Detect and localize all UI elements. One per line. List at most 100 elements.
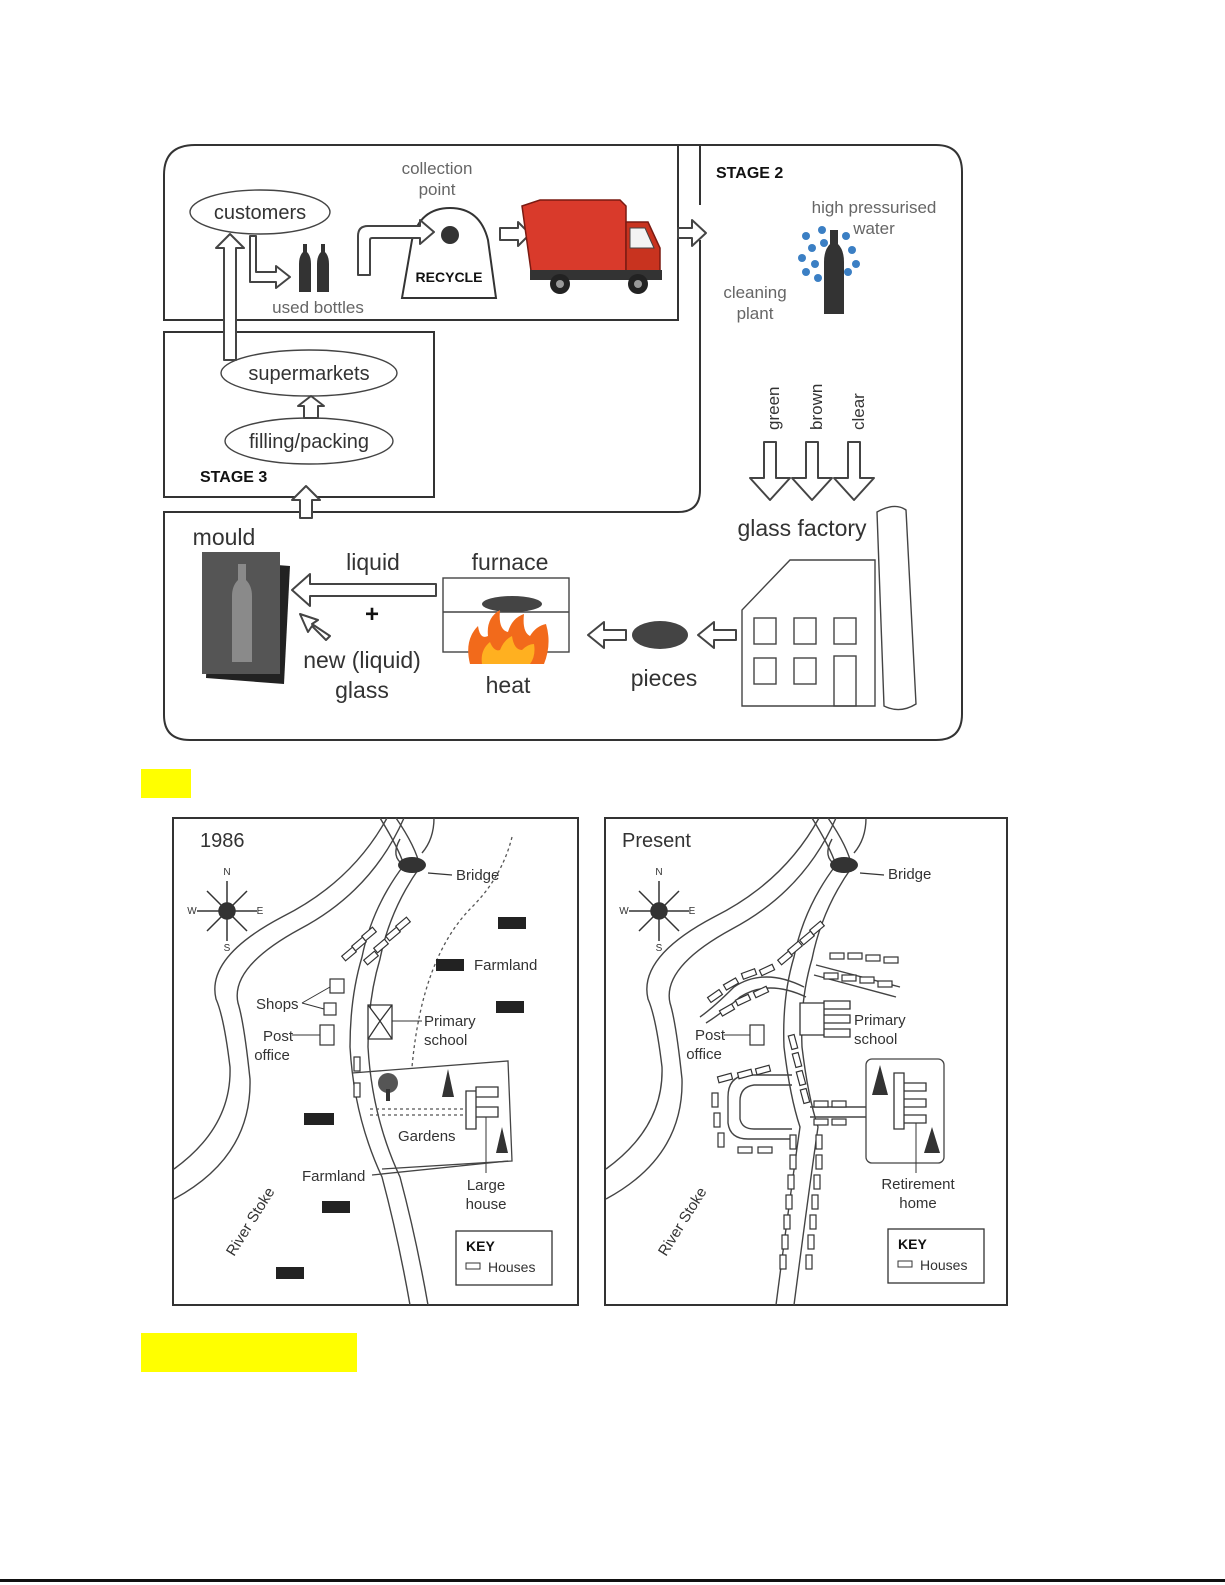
filling-to-supermarkets-arrow <box>297 395 325 419</box>
brown-arrow <box>791 441 833 501</box>
bottles-to-bin-arrow <box>357 219 435 276</box>
pieces-to-furnace-arrow <box>587 621 627 649</box>
gardens-label-1986: Gardens <box>398 1128 456 1145</box>
houses-present <box>706 920 899 1270</box>
bin-slot-icon <box>441 226 459 244</box>
green-arrow <box>749 441 791 501</box>
pieces-label: pieces <box>631 665 697 691</box>
stage2-label: STAGE 2 <box>716 165 783 182</box>
page-bottom-rule <box>0 1579 1225 1582</box>
map-1986: River Stoke Bridge N S W E 1986 <box>172 817 579 1306</box>
compass-w-1986: W <box>187 906 197 917</box>
supermarkets-to-customers-arrow <box>215 233 245 361</box>
high-pressurised-water-label-1: high pressurised <box>812 198 937 217</box>
compass-e-1986: E <box>257 906 264 917</box>
customers-to-bottles-arrow <box>249 235 291 289</box>
used-bottles-icon <box>299 244 329 292</box>
supermarkets-label: supermarkets <box>248 363 369 385</box>
customers-label: customers <box>214 202 306 224</box>
compass-n-1986: N <box>223 867 230 878</box>
supermarkets-ellipse <box>220 349 398 397</box>
cleaning-bottle-icon <box>824 230 844 314</box>
river-stoke-1986 <box>173 817 388 1170</box>
compass-e-present: E <box>689 906 696 917</box>
retirement-home-icon-present <box>893 1072 927 1130</box>
key-houses-label-present: Houses <box>920 1257 967 1273</box>
river-stoke-present <box>605 817 820 1170</box>
key-box-present <box>887 1228 985 1284</box>
stage3-label: STAGE 3 <box>200 469 267 486</box>
shops-label-1986: Shops <box>256 996 299 1013</box>
key-box-1986 <box>455 1230 553 1286</box>
key-title-1986: KEY <box>466 1238 495 1254</box>
key-house-icon-1986 <box>465 1262 481 1270</box>
water-spray-icon <box>798 226 860 282</box>
gardens-boundary-1986 <box>351 1060 513 1170</box>
post-office-icon-present <box>749 1024 765 1046</box>
clear-label: clear <box>849 393 868 430</box>
river-bank-1986 <box>173 817 405 1200</box>
post-office-label-1986-2: office <box>254 1047 290 1064</box>
tree-icon-1986 <box>378 1069 508 1153</box>
key-house-icon-present <box>897 1260 913 1268</box>
bridge-icon-present <box>830 857 858 873</box>
fire-icon <box>468 610 549 664</box>
cleaning-plant-label-2: plant <box>737 304 774 323</box>
new-liquid-glass-label-2: glass <box>335 677 389 703</box>
mould-label: mould <box>193 524 256 550</box>
key-houses-label-1986: Houses <box>488 1259 535 1275</box>
bin-to-truck-arrow <box>499 221 531 247</box>
bridge-label-1986: Bridge <box>456 867 499 884</box>
brown-label: brown <box>807 384 826 430</box>
mould-to-stage3-arrow <box>291 485 321 519</box>
high-pressurised-water-label-2: water <box>852 219 895 238</box>
bridge-label-present: Bridge <box>888 866 931 883</box>
mould-icon <box>202 552 290 684</box>
recycle-label: RECYCLE <box>416 269 483 285</box>
compass-s-1986: S <box>224 943 231 954</box>
furnace-to-mould-arrow <box>291 573 437 607</box>
collection-point-label-2: point <box>419 180 456 199</box>
post-office-label-present-2: office <box>686 1046 722 1063</box>
map-1986-frame <box>172 817 579 1306</box>
pieces-icon <box>632 621 688 649</box>
primary-school-icon-1986 <box>367 1004 393 1040</box>
map-title-present: Present <box>622 830 691 852</box>
truck-to-stage2-arrow <box>677 219 707 247</box>
glass-recycling-process-diagram: customers used bottles collection point … <box>163 144 963 741</box>
primary-school-label-present-1: Primary <box>854 1012 906 1029</box>
new-glass-arrow <box>299 613 331 641</box>
key-title-present: KEY <box>898 1236 927 1252</box>
compass-w-present: W <box>619 906 629 917</box>
houses-1986 <box>340 916 412 1098</box>
glass-factory-icon <box>741 505 917 711</box>
farmland-label-1986-sw: Farmland <box>302 1168 365 1185</box>
filling-packing-label: filling/packing <box>249 431 369 453</box>
customers-ellipse <box>189 189 331 235</box>
green-label: green <box>764 387 783 430</box>
compass-s-present: S <box>656 943 663 954</box>
bridge-icon-1986 <box>398 857 426 873</box>
factory-to-pieces-arrow <box>697 621 737 649</box>
furnace-label: furnace <box>472 549 549 575</box>
shop-icon-1986-2 <box>323 1002 337 1016</box>
truck-icon <box>521 199 662 294</box>
compass-icon-1986 <box>197 881 257 941</box>
plus-label: + <box>365 601 379 628</box>
cow-icons-1986 <box>276 917 526 1279</box>
primary-school-label-1986-2: school <box>424 1032 467 1049</box>
clear-arrow <box>833 441 875 501</box>
retirement-grounds-present <box>865 1058 945 1164</box>
stage1-box <box>163 144 679 321</box>
post-office-icon-1986 <box>319 1024 335 1046</box>
map-title-1986: 1986 <box>200 830 245 852</box>
map-present-frame <box>604 817 1008 1306</box>
collection-point-label-1: collection <box>402 159 473 178</box>
primary-school-icon-present <box>799 1000 851 1038</box>
large-house-icon-1986 <box>465 1086 499 1130</box>
cleaning-plant-label-1: cleaning <box>723 283 786 302</box>
heat-label: heat <box>486 672 531 698</box>
highlight-small <box>141 769 191 798</box>
map-present: River Stoke Bridge N S W E Present <box>604 817 1008 1306</box>
